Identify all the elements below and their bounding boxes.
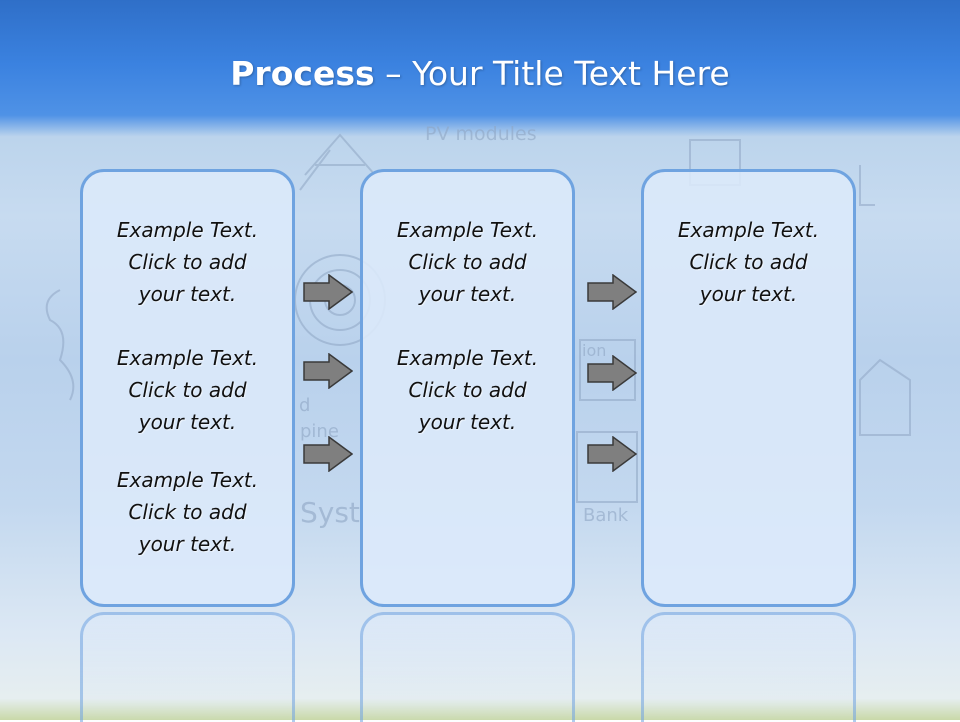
title-bold: Process [230,54,375,93]
text-block[interactable]: Example Text. Click to add your text. [83,464,292,560]
text-block[interactable]: Example Text. Click to add your text. [363,214,572,310]
text-block[interactable]: Example Text. Click to add your text. [83,214,292,310]
text-line: Example Text. [396,346,539,370]
box-reflection [641,612,856,722]
text-line: your text. [418,410,517,434]
text-line: your text. [418,282,517,306]
text-line: Example Text. [116,468,259,492]
text-line: your text. [699,282,798,306]
text-line: Click to add [128,378,247,402]
text-line: Example Text. [116,218,259,242]
process-box-3[interactable]: Example Text. Click to add your text. [641,169,856,607]
page-title[interactable]: Process – Your Title Text Here [0,54,960,93]
sketch-label: ion [582,341,606,360]
sketch-cloud [45,289,75,401]
arrow-right-icon[interactable] [303,353,353,389]
arrow-right-icon[interactable] [303,274,353,310]
text-line: Example Text. [677,218,820,242]
text-block[interactable]: Example Text. Click to add your text. [83,342,292,438]
box-reflection [360,612,575,722]
sketch-label: Bank [583,505,629,526]
sketch-label: PV modules [425,123,537,145]
arrow-right-icon[interactable] [303,436,353,472]
title-rest: – Your Title Text Here [374,54,730,93]
arrow-right-icon[interactable] [587,355,637,391]
text-line: Click to add [408,250,527,274]
text-line: Example Text. [396,218,539,242]
sketch-roof [299,133,376,191]
text-block[interactable]: Example Text. Click to add your text. [363,342,572,438]
process-box-1[interactable]: Example Text. Click to add your text. Ex… [80,169,295,607]
text-line: Example Text. [116,346,259,370]
arrow-right-icon[interactable] [587,274,637,310]
text-line: Click to add [689,250,808,274]
sketch-label: Syst [300,496,360,529]
sketch-label: d [299,395,310,416]
text-block[interactable]: Example Text. Click to add your text. [644,214,853,310]
text-line: Click to add [408,378,527,402]
text-line: your text. [138,532,237,556]
text-line: your text. [138,410,237,434]
text-line: Click to add [128,500,247,524]
arrow-right-icon[interactable] [587,436,637,472]
box-reflection [80,612,295,722]
text-line: your text. [138,282,237,306]
text-line: Click to add [128,250,247,274]
process-box-2[interactable]: Example Text. Click to add your text. Ex… [360,169,575,607]
